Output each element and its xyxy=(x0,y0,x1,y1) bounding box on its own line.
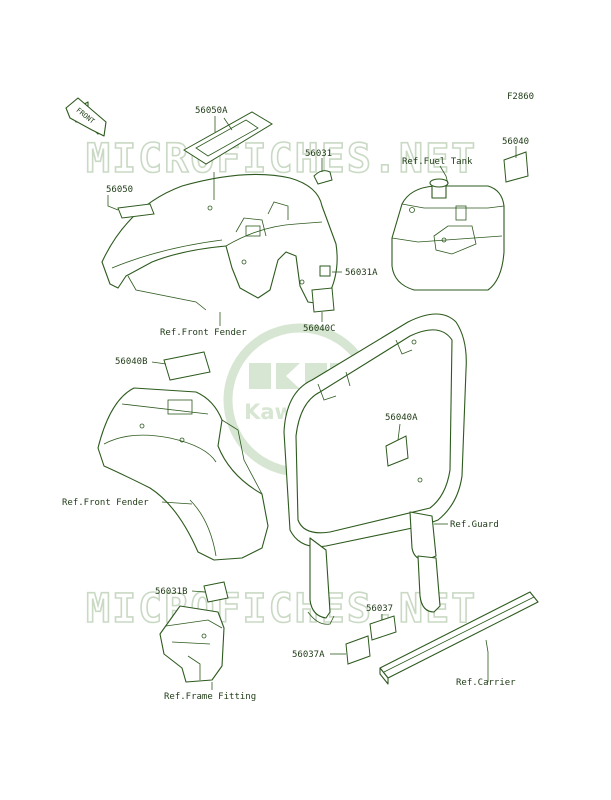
decal-56037A xyxy=(345,635,371,665)
label-56040B: 56040B xyxy=(115,357,148,367)
label-56050A: 56050A xyxy=(195,106,228,116)
labels: 56050A 56031 56040 56050 Ref.Fuel Tank 5… xyxy=(62,106,529,702)
decal-56031A xyxy=(319,265,331,277)
decal-56050A xyxy=(183,111,273,165)
label-56040C: 56040C xyxy=(303,324,336,334)
front-fender-lower xyxy=(97,387,269,561)
decal-56040A xyxy=(385,435,409,467)
label-56050: 56050 xyxy=(106,185,133,195)
decal-56040 xyxy=(503,151,529,183)
label-56037A: 56037A xyxy=(292,650,325,660)
label-56037: 56037 xyxy=(366,604,393,614)
decal-56040C xyxy=(311,287,335,313)
label-56040A: 56040A xyxy=(385,413,418,423)
label-ref-front-fender-lower: Ref.Front Fender xyxy=(62,498,149,508)
decal-56031B xyxy=(203,581,229,603)
decal-56031 xyxy=(313,170,333,185)
carrier xyxy=(379,591,539,685)
figure-code: F2860 xyxy=(507,92,534,102)
watermark-top: MICROFICHES.NET xyxy=(86,136,477,182)
decal-56037 xyxy=(369,615,397,641)
front-arrow: FRONT xyxy=(65,97,107,137)
label-ref-carrier: Ref.Carrier xyxy=(456,678,516,688)
guard xyxy=(283,313,467,625)
label-56040: 56040 xyxy=(502,137,529,147)
label-56031B: 56031B xyxy=(155,587,188,597)
fuel-tank xyxy=(391,178,505,291)
label-56031: 56031 xyxy=(305,149,332,159)
decal-56050 xyxy=(117,203,155,219)
label-ref-frame-fitting: Ref.Frame Fitting xyxy=(164,692,256,702)
label-ref-guard: Ref.Guard xyxy=(450,520,499,530)
front-fender-upper xyxy=(101,173,338,311)
label-ref-front-fender-upper: Ref.Front Fender xyxy=(160,328,247,338)
leader-lines xyxy=(107,116,517,690)
decal-56040B xyxy=(163,351,211,381)
label-56031A: 56031A xyxy=(345,268,378,278)
frame-fitting xyxy=(159,605,225,683)
label-ref-fuel-tank: Ref.Fuel Tank xyxy=(402,157,473,167)
watermark-bottom: MICROFICHES.NET xyxy=(86,586,477,632)
